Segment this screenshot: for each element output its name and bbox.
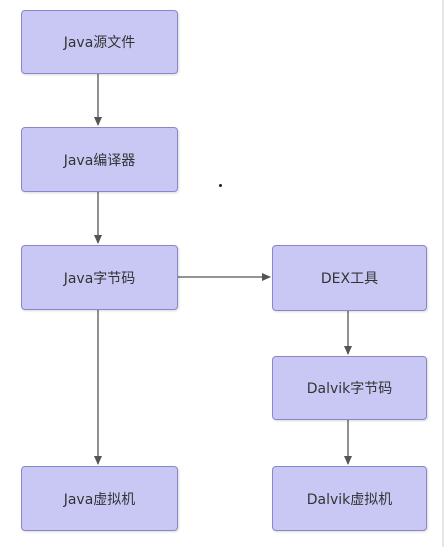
node-java-vm: Java虚拟机 <box>21 466 178 531</box>
node-dalvik-vm-label: Dalvik虚拟机 <box>306 491 393 508</box>
node-java-source: Java源文件 <box>21 10 178 74</box>
node-dalvik-vm: Dalvik虚拟机 <box>272 466 427 531</box>
node-java-bytecode-label: Java字节码 <box>63 270 136 287</box>
right-edge-divider <box>442 0 444 547</box>
node-java-compiler-label: Java编译器 <box>63 152 136 169</box>
node-java-bytecode: Java字节码 <box>21 245 178 310</box>
stray-dot <box>219 184 222 187</box>
node-dex-tool-label: DEX工具 <box>320 271 379 287</box>
node-java-compiler: Java编译器 <box>21 127 178 192</box>
node-java-vm-label: Java虚拟机 <box>63 491 136 508</box>
node-dex-tool: DEX工具 <box>272 245 427 311</box>
node-dalvik-bytecode-label: Dalvik字节码 <box>306 381 393 397</box>
node-java-source-label: Java源文件 <box>63 35 136 51</box>
node-dalvik-bytecode: Dalvik字节码 <box>272 356 427 420</box>
